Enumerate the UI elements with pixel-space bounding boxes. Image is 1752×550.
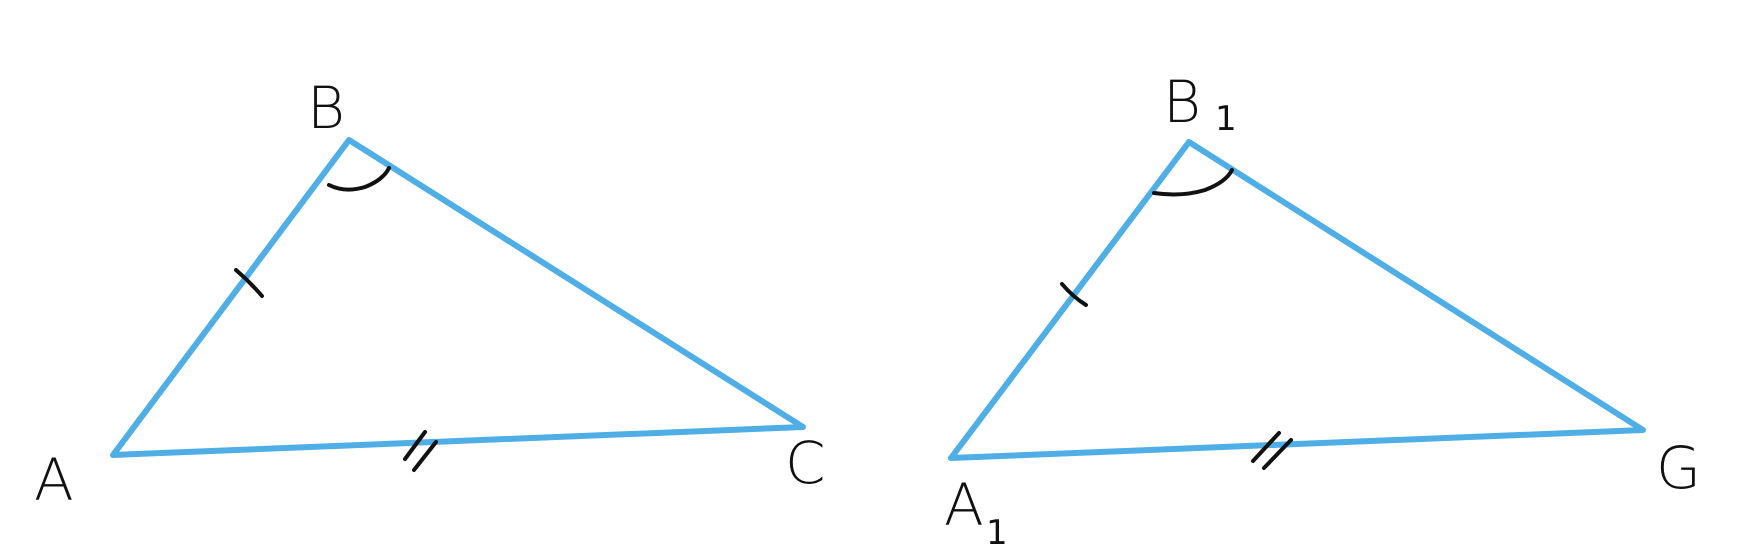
vertex-label-c: C	[785, 429, 826, 497]
triangle-abc: A B C	[34, 74, 826, 514]
double-tick-ac-2	[412, 440, 438, 472]
vertex-label-a1-subscript: 1	[986, 513, 1008, 550]
triangle-a1b1c1: A 1 B 1 G	[944, 68, 1701, 550]
double-tick-a1c1-1	[1251, 431, 1281, 463]
vertex-label-b1: B	[1163, 68, 1201, 136]
double-tick-a1c1-2	[1262, 438, 1293, 470]
tick-mark-a1b1	[1060, 282, 1088, 307]
triangle-abc-outline	[110, 137, 806, 458]
vertex-label-a: A	[34, 446, 74, 514]
angle-arc-b	[327, 166, 391, 192]
triangle-a1b1c1-outline	[948, 139, 1646, 461]
vertex-label-g: G	[1656, 434, 1701, 502]
vertex-label-b1-subscript: 1	[1215, 99, 1237, 139]
tick-mark-ab	[234, 268, 264, 298]
vertex-label-b: B	[307, 74, 345, 142]
angle-arc-b1	[1152, 168, 1234, 197]
vertex-label-a1: A	[944, 471, 984, 539]
double-tick-ac-1	[403, 430, 427, 461]
